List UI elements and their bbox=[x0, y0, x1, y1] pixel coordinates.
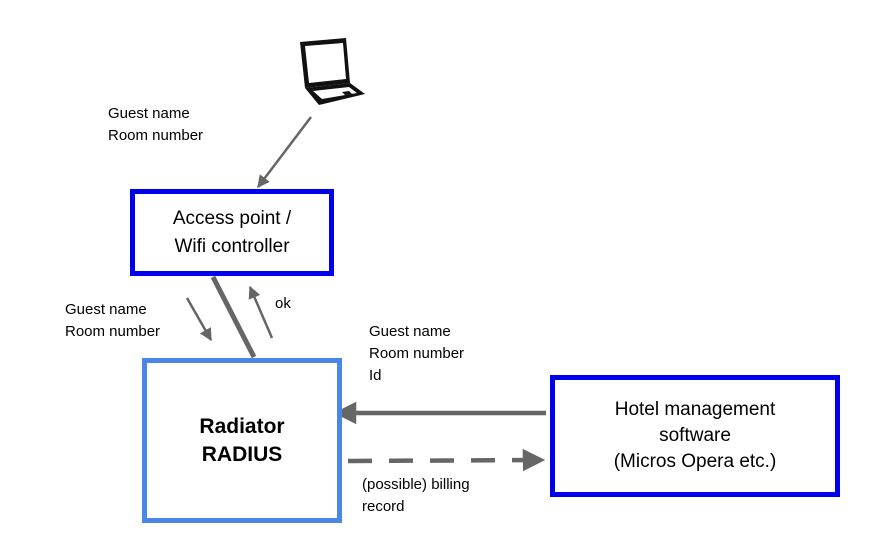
hotel-management-node[interactable]: Hotel management software (Micros Opera … bbox=[550, 375, 840, 497]
label-line: (possible) billing bbox=[362, 476, 470, 493]
radius-to-hotel-label: (possible) billing record bbox=[362, 474, 470, 518]
label-line: record bbox=[362, 498, 405, 515]
label-line: Id bbox=[369, 367, 382, 384]
laptop-icon bbox=[300, 38, 365, 105]
node-label: Wifi controller bbox=[174, 235, 290, 257]
access-point-node[interactable]: Access point / Wifi controller bbox=[130, 189, 334, 276]
radius-node[interactable]: Radiator RADIUS bbox=[142, 358, 342, 523]
label-line: Guest name bbox=[108, 105, 190, 122]
label-line: Room number bbox=[65, 323, 161, 340]
ap-to-radius-label: Guest name Room number bbox=[65, 299, 160, 343]
laptop-to-ap-label: Guest name Room number bbox=[108, 103, 203, 147]
label-line: Room number bbox=[369, 345, 465, 362]
label-line: Guest name bbox=[369, 323, 451, 340]
hotel-to-radius-label: Guest name Room number Id bbox=[369, 321, 464, 387]
laptop-to-ap-arrow bbox=[257, 116, 312, 188]
ap-to-radius-arrow bbox=[185, 297, 213, 342]
label-line: Room number bbox=[108, 127, 204, 144]
node-label: Access point / bbox=[172, 207, 292, 229]
node-label: Hotel management bbox=[614, 399, 776, 420]
label-line: Guest name bbox=[65, 301, 147, 318]
node-label: (Micros Opera etc.) bbox=[613, 451, 777, 472]
radius-to-ap-arrow bbox=[248, 285, 274, 339]
node-label: software bbox=[659, 425, 731, 446]
ap-radius-link bbox=[210, 275, 257, 359]
radius-to-hotel-dashed-arrow bbox=[347, 448, 546, 472]
node-label: RADIUS bbox=[201, 442, 283, 466]
node-label: Radiator bbox=[199, 414, 285, 438]
radius-to-ap-label: ok bbox=[275, 295, 291, 312]
